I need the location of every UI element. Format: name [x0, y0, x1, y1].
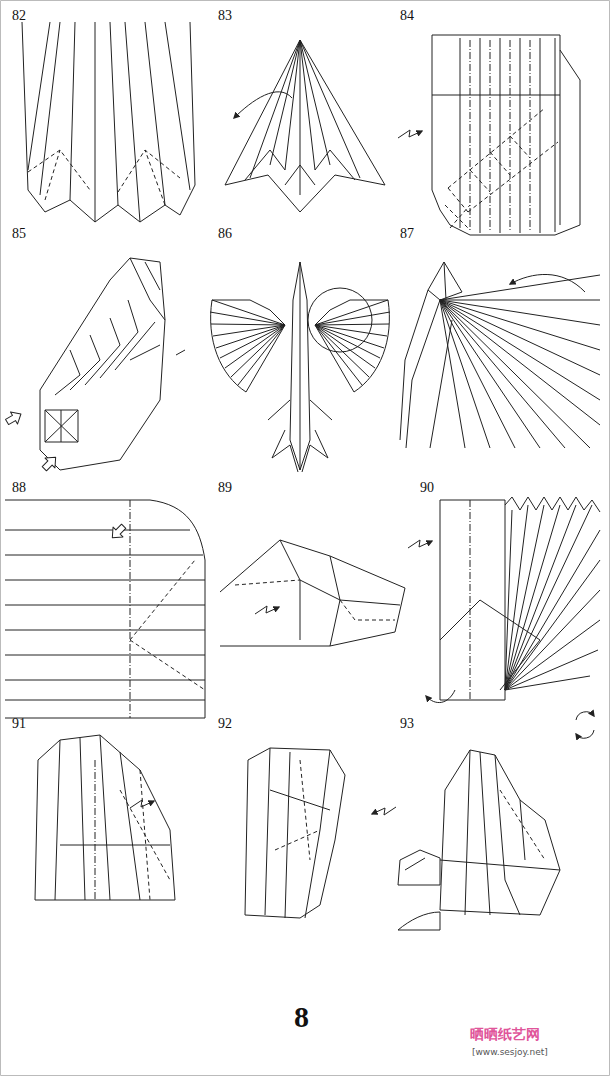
- fold-line: [35, 735, 175, 900]
- step-number: 92: [218, 716, 232, 732]
- step-84-figure: [398, 35, 580, 235]
- step-87-figure: [400, 262, 600, 448]
- fold-line: [265, 748, 330, 918]
- step-86-figure: [210, 262, 390, 472]
- fold-line: [39, 452, 60, 473]
- fold-line: [308, 288, 372, 352]
- fold-line: [372, 807, 396, 815]
- fold-line: [130, 800, 154, 808]
- fold-line: [55, 735, 170, 900]
- fold-line: [505, 505, 600, 690]
- page-number: 8: [294, 1000, 309, 1034]
- fold-line: [130, 258, 165, 320]
- fold-line: [22, 22, 195, 222]
- step-number: 91: [12, 716, 26, 732]
- step-93-figure: [440, 750, 560, 915]
- fold-line: [505, 497, 600, 512]
- fold-line: [130, 560, 205, 690]
- fold-line: [408, 540, 432, 548]
- step-89-figure: [220, 540, 405, 646]
- fold-line: [432, 35, 580, 235]
- fold-line: [245, 748, 345, 918]
- step-number: 82: [12, 8, 26, 24]
- fold-line: [398, 850, 440, 885]
- step-number: 84: [400, 8, 414, 24]
- step-number: 93: [400, 716, 414, 732]
- fold-line: [576, 712, 594, 720]
- watermark: 晒晒纸艺网: [470, 1026, 540, 1044]
- fold-line: [5, 500, 205, 718]
- fold-line: [440, 750, 560, 915]
- step-number: 90: [420, 480, 434, 496]
- step-90-figure: [408, 497, 600, 738]
- fold-line: [28, 22, 190, 222]
- step-number: 89: [218, 480, 232, 496]
- fold-line: [440, 750, 560, 915]
- watermark-url: [www.sesjoy.net]: [472, 1047, 548, 1057]
- fold-line: [440, 275, 600, 448]
- fold-line: [28, 150, 180, 205]
- fold-line: [225, 40, 385, 212]
- step-number: 86: [218, 226, 232, 242]
- fold-line: [280, 540, 400, 646]
- fold-line: [500, 790, 545, 860]
- fold-line: [4, 408, 25, 428]
- fold-line: [315, 300, 390, 392]
- fold-line: [398, 130, 422, 138]
- fold-line: [440, 500, 505, 700]
- step-91-figure: [35, 735, 175, 900]
- fold-line: [445, 205, 470, 230]
- fold-line: [400, 290, 452, 448]
- fold-line: [120, 770, 170, 900]
- fold-line: [275, 760, 320, 860]
- fold-line: [107, 521, 128, 542]
- fold-line: [268, 400, 332, 472]
- fold-line: [470, 500, 471, 700]
- step-number: 88: [12, 480, 26, 496]
- fold-line: [130, 500, 131, 718]
- fold-line: [448, 108, 558, 212]
- step-83-figure: [225, 40, 385, 212]
- fold-line: [426, 690, 455, 703]
- step-number: 87: [400, 226, 414, 242]
- fold-line: [398, 912, 440, 930]
- fold-line: [440, 600, 540, 690]
- fold-line: [510, 274, 585, 292]
- fold-line: [45, 410, 78, 442]
- step-number: 85: [12, 226, 26, 242]
- step-88-figure: [5, 500, 205, 718]
- step-number: 83: [218, 8, 232, 24]
- fold-line: [576, 730, 594, 738]
- step-85-figure: [4, 258, 185, 474]
- fold-line: [95, 760, 96, 900]
- fold-line: [220, 540, 405, 646]
- fold-line: [210, 300, 285, 392]
- fold-line: [55, 300, 160, 395]
- fold-line: [211, 300, 285, 392]
- fold-line: [315, 300, 389, 392]
- fold-line: [428, 262, 462, 300]
- fold-line: [432, 38, 560, 233]
- fold-line: [235, 580, 395, 620]
- fold-line: [290, 262, 310, 470]
- fold-line: [255, 606, 279, 614]
- step-82-figure: [22, 22, 195, 222]
- step-92-figure: [245, 748, 440, 930]
- fold-line: [5, 530, 205, 700]
- fold-line: [176, 350, 185, 355]
- fold-line: [40, 258, 165, 470]
- fold-line: [234, 92, 292, 118]
- fold-line: [245, 150, 355, 185]
